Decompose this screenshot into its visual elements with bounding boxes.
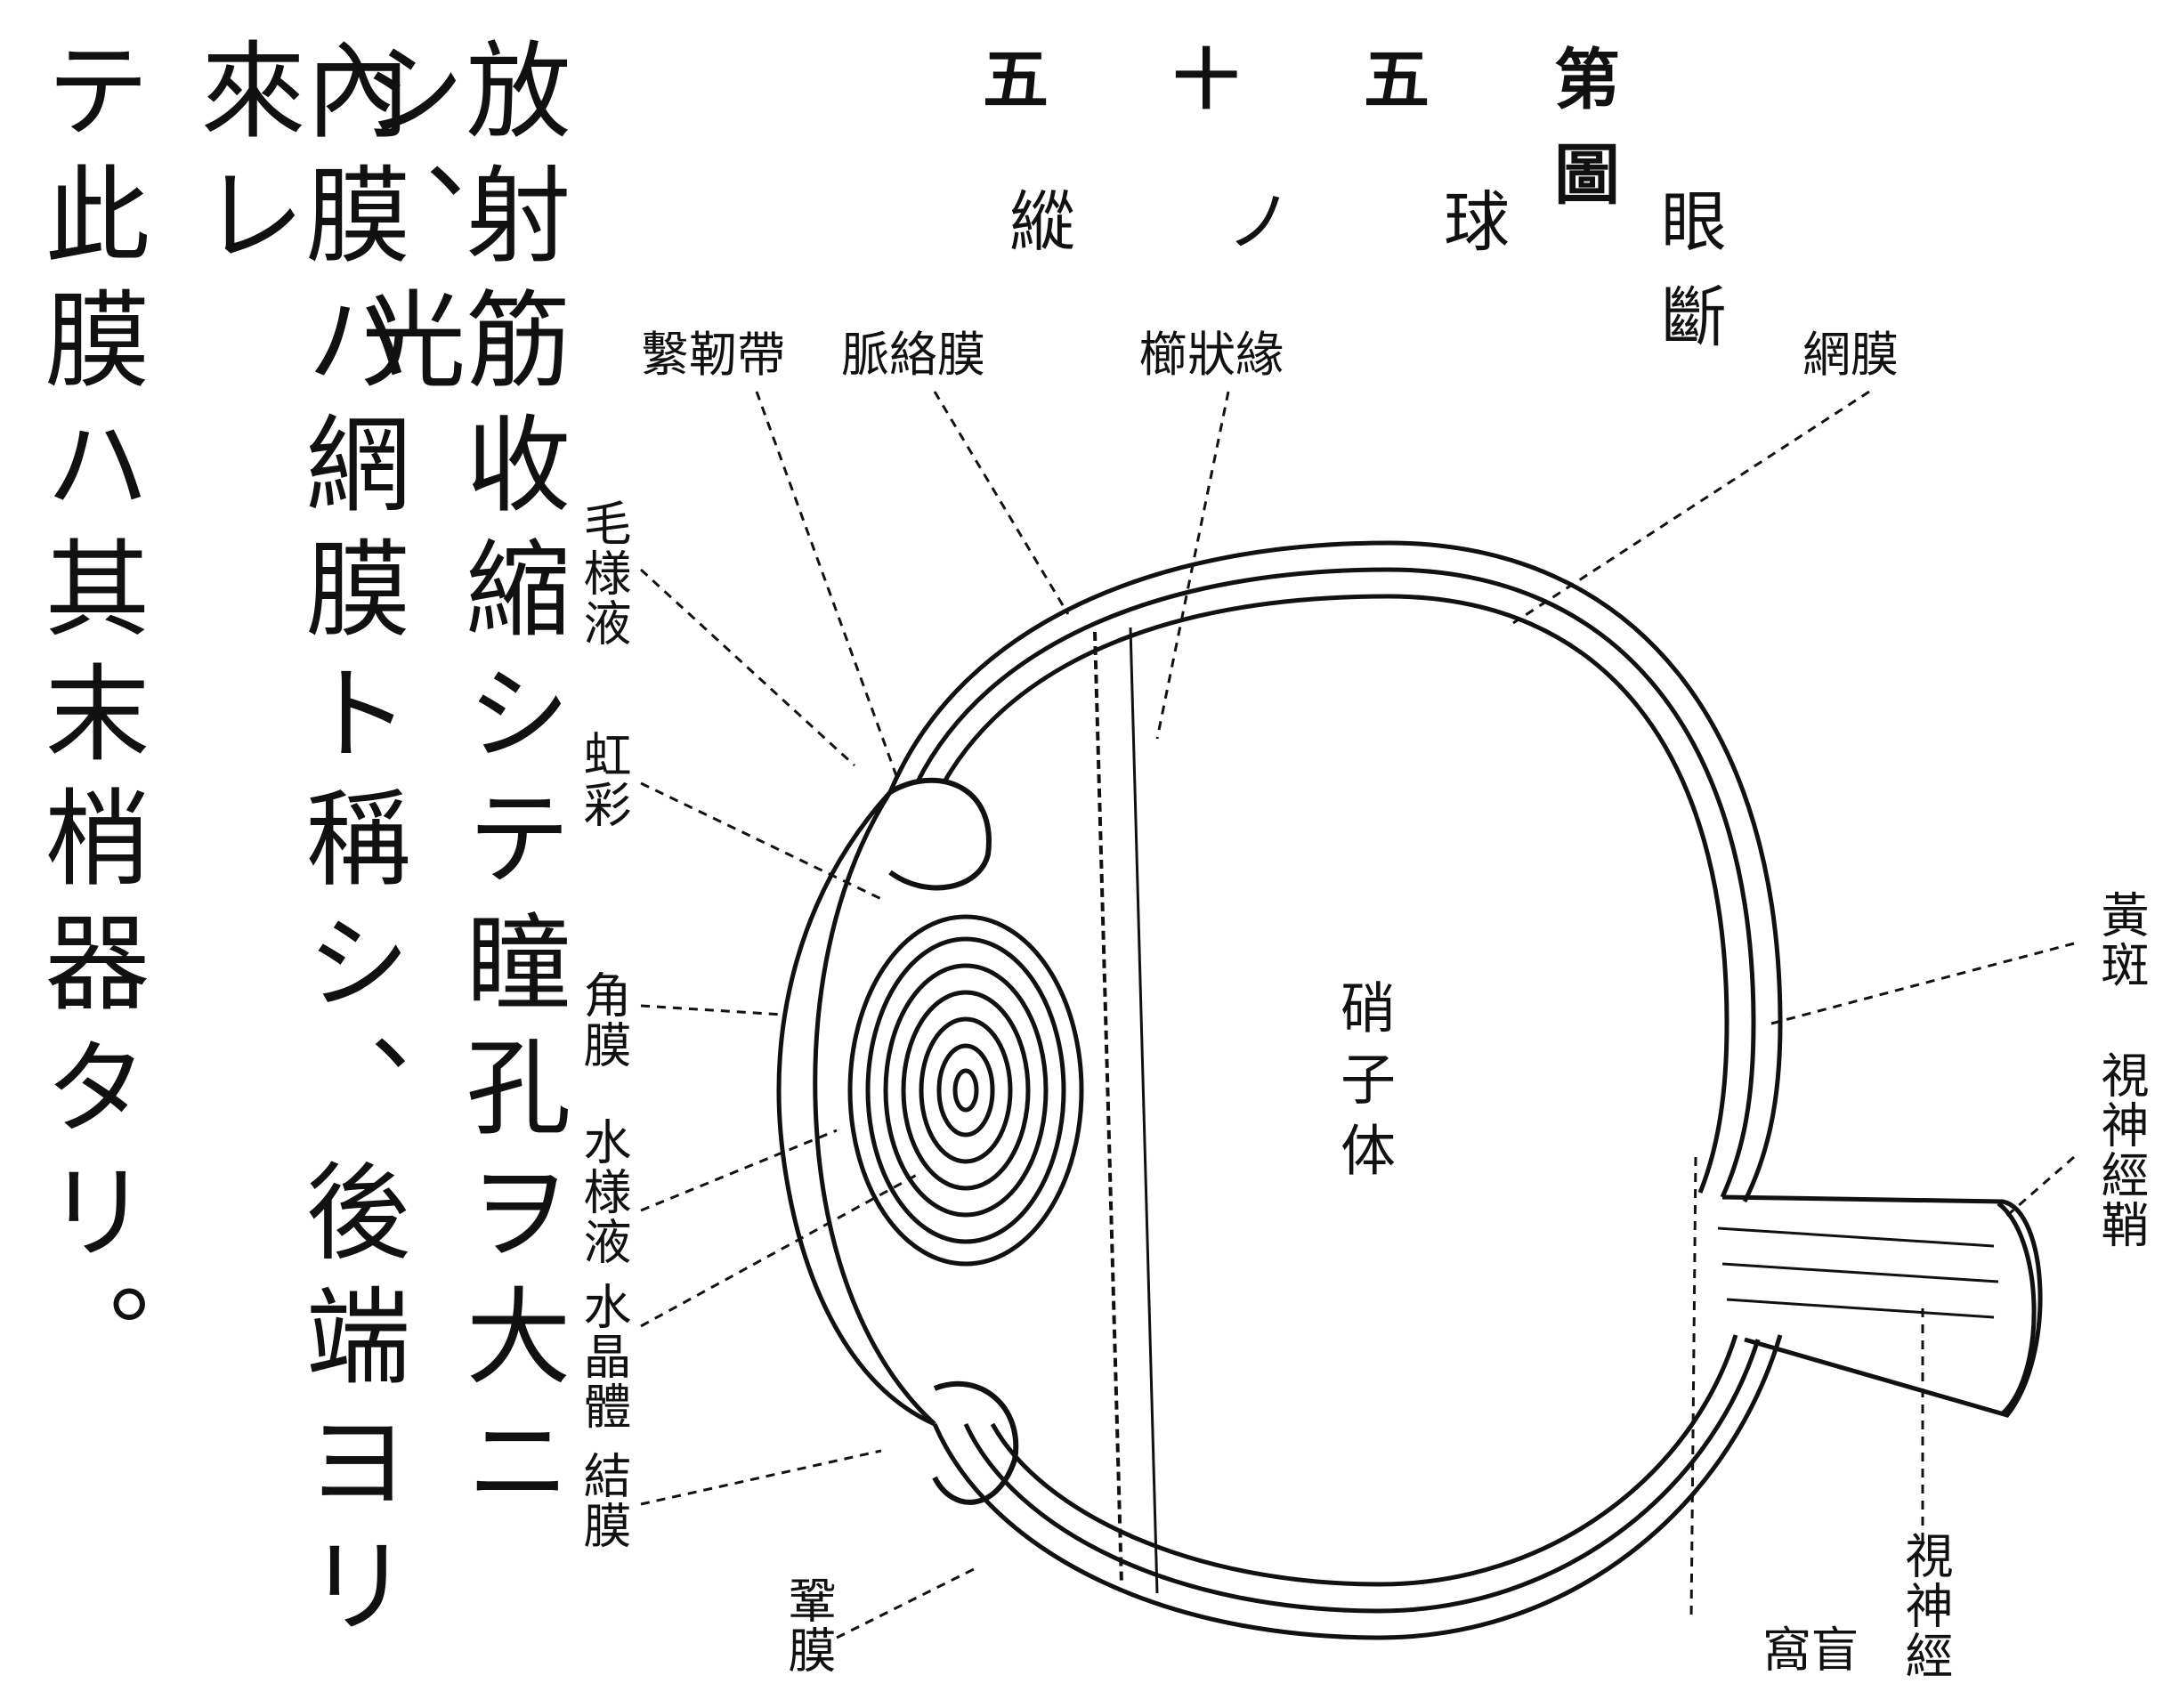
label-retina: 網膜 xyxy=(1802,327,1899,383)
label-choroid: 脈絡膜 xyxy=(841,327,985,383)
figure-caption: 眼球ノ縱斷 xyxy=(1009,184,1878,356)
label-ciliary-fluid: 毛様液 xyxy=(575,498,631,648)
figure-number: 第五十五圖 xyxy=(983,42,1745,214)
label-sclera: 鞏膜 xyxy=(780,1575,836,1675)
label-blind-spot: 盲窩 xyxy=(1754,1624,1859,1674)
label-zonule: 繫靭帶 xyxy=(641,327,785,383)
label-lens: 水晶體 xyxy=(575,1282,631,1431)
label-optic-nerve: 視神經 xyxy=(1897,1531,1953,1680)
label-vitreous: 硝子体 xyxy=(1331,979,1396,1193)
label-iris: 虹彩 xyxy=(575,730,631,830)
label-conjunctiva: 結膜 xyxy=(575,1451,631,1550)
body-text-column-3: テ此膜ハ其末梢器タリ。 xyxy=(27,36,150,1406)
body-text-column-2: 內膜ハ網膜ト稱シ、後端ヨリ來レ xyxy=(182,36,410,1655)
label-cornea: 角膜 xyxy=(575,970,631,1070)
label-ciliary-margin: 櫛狀緣 xyxy=(1139,327,1284,383)
label-optic-sheath: 視神經鞘 xyxy=(2093,1050,2149,1250)
label-aqueous-humor: 水様液 xyxy=(575,1117,631,1267)
body-text-column-1: 放射筋收縮シテ瞳孔ヲ大ニシ、光 xyxy=(343,36,571,1531)
label-macula: 黃斑 xyxy=(2093,890,2149,990)
